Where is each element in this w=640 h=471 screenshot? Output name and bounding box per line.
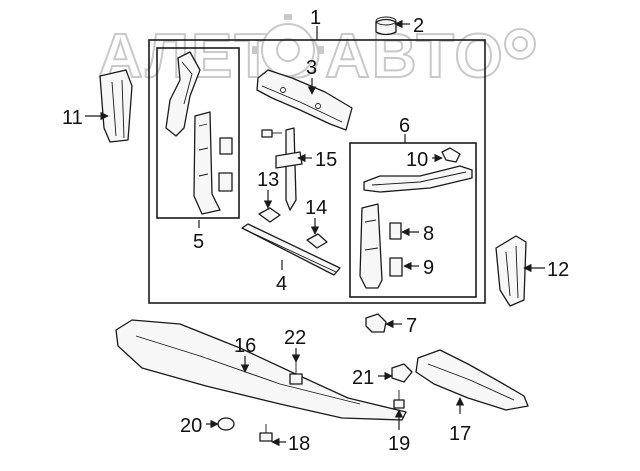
callout-3: 3 <box>306 57 317 79</box>
part-13-clip <box>258 207 281 223</box>
callout-2: 2 <box>413 15 424 37</box>
callout-19: 19 <box>388 433 410 455</box>
callout-12: 12 <box>547 259 569 281</box>
part-2-cap <box>375 16 397 36</box>
part-15-stay <box>275 127 303 211</box>
callout-18: 18 <box>288 433 310 455</box>
callout-16: 16 <box>234 335 256 357</box>
callout-7: 7 <box>406 315 417 337</box>
part-22-screw-icon <box>289 362 303 385</box>
gear-logo-icon <box>252 14 324 86</box>
part-6-right-brackets <box>359 147 473 289</box>
watermark-text-right: АВТО <box>325 22 505 91</box>
callout-4: 4 <box>276 273 287 295</box>
assembly-frame-6 <box>349 142 477 298</box>
leader-lines <box>85 19 545 447</box>
part-18-screw-icon <box>259 424 273 442</box>
part-20-clip-icon <box>217 417 235 431</box>
part-12-right-guide <box>495 235 527 307</box>
callout-9: 9 <box>423 257 434 279</box>
callout-13: 13 <box>257 169 279 191</box>
callout-15: 15 <box>315 149 337 171</box>
callout-21: 21 <box>352 367 374 389</box>
part-7-bracket <box>365 313 387 333</box>
callout-11: 11 <box>62 107 83 129</box>
callout-17: 17 <box>449 423 471 445</box>
callout-14: 14 <box>305 197 327 219</box>
part-16-under-cover <box>115 319 407 421</box>
assembly-frame-5 <box>156 47 240 219</box>
watermark-logo: АЛЕТО АВТО <box>97 14 536 92</box>
registered-mark-icon <box>504 28 536 60</box>
callout-1: 1 <box>310 7 321 29</box>
part-3-upper-support <box>256 69 353 131</box>
bolt-icon <box>261 129 282 138</box>
part-5-left-brackets <box>165 51 233 215</box>
part-17-under-cover-right <box>415 349 529 411</box>
callout-labels: 1 2 3 4 5 6 7 8 9 10 11 12 13 14 15 16 1… <box>62 7 569 455</box>
callout-22: 22 <box>284 327 306 349</box>
callout-10: 10 <box>406 149 428 171</box>
callout-5: 5 <box>193 231 204 253</box>
callout-8: 8 <box>423 223 434 245</box>
callout-6: 6 <box>399 115 410 137</box>
callout-20: 20 <box>180 415 202 437</box>
part-11-left-guide <box>99 69 133 143</box>
part-19-screw-icon <box>393 390 405 409</box>
part-4-lower-rail <box>241 223 341 276</box>
part-14-clip <box>306 233 328 249</box>
part-21-clip-icon <box>391 363 413 383</box>
